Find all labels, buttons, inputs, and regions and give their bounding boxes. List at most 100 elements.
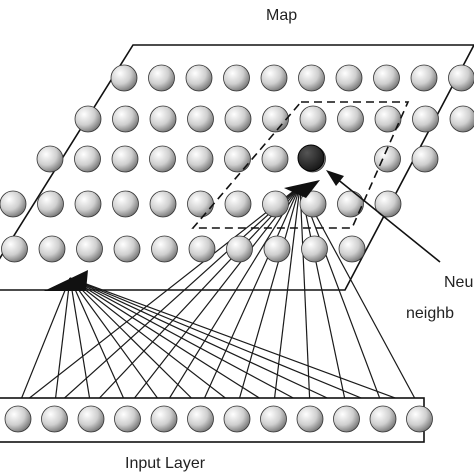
input-node <box>41 405 68 433</box>
connection-line <box>69 277 347 408</box>
map-label: Map <box>266 7 297 24</box>
input-node <box>150 405 178 433</box>
connection-line <box>69 277 384 408</box>
map-node <box>112 190 139 218</box>
map-node <box>185 64 213 92</box>
input-node <box>369 405 397 433</box>
map-node <box>374 105 402 133</box>
map-node <box>187 105 214 133</box>
map-node <box>411 145 439 173</box>
map-node <box>412 105 439 133</box>
connection-line <box>69 277 311 408</box>
input-layer-label: Input Layer <box>125 455 206 472</box>
connection-line <box>163 185 301 408</box>
map-node <box>448 64 474 92</box>
connection-line <box>299 185 384 408</box>
neuron-pointer-line <box>335 177 441 263</box>
map-node <box>1 235 28 263</box>
map-node <box>111 145 139 173</box>
map-node <box>335 64 363 92</box>
map-node <box>261 145 289 173</box>
map-node <box>374 145 401 173</box>
input-node <box>406 405 433 433</box>
input-node <box>260 405 287 433</box>
map-node <box>187 190 214 218</box>
connection-line <box>69 277 129 408</box>
connection-line <box>53 277 71 408</box>
map-node <box>223 64 250 92</box>
connection-line <box>236 185 301 408</box>
map-node <box>224 105 252 133</box>
map-node <box>36 145 64 173</box>
map-node <box>449 105 474 133</box>
map-node <box>113 235 141 263</box>
map-node <box>262 105 289 133</box>
connection-line <box>299 185 421 408</box>
map-node <box>76 235 103 263</box>
map-node <box>38 235 66 263</box>
map-node <box>410 64 438 92</box>
map-node <box>186 145 214 173</box>
map-node <box>149 105 177 133</box>
input-node <box>114 405 141 433</box>
map-node <box>148 64 175 92</box>
map-node <box>298 64 325 92</box>
connection-line <box>127 185 301 408</box>
map-node <box>0 190 27 218</box>
input-node <box>4 405 32 433</box>
connection-line <box>272 185 301 408</box>
input-node <box>77 405 105 433</box>
map-node <box>301 235 328 263</box>
input-node <box>333 405 360 433</box>
connection-line <box>299 185 348 408</box>
input-nodes <box>4 405 433 433</box>
connection-lines <box>17 185 421 408</box>
map-node <box>224 190 252 218</box>
winner-neuron <box>297 144 325 172</box>
map-node <box>374 190 402 218</box>
connection-line <box>199 185 301 408</box>
neuron-pointer-arrowhead <box>326 170 344 186</box>
connection-line <box>69 277 165 408</box>
map-node <box>263 235 291 263</box>
map-node <box>188 235 216 263</box>
map-nodes <box>0 64 474 263</box>
map-node <box>149 190 177 218</box>
connection-line <box>69 277 92 408</box>
map-node <box>74 190 102 218</box>
connection-line <box>17 277 71 408</box>
map-node <box>112 105 139 133</box>
input-node <box>296 405 324 433</box>
map-node <box>262 190 289 218</box>
map-node <box>74 105 102 133</box>
map-node <box>337 105 364 133</box>
connection-line <box>299 185 311 408</box>
map-node <box>74 145 101 173</box>
connection-line <box>54 185 301 408</box>
connection-line <box>69 277 238 408</box>
map-node <box>338 235 366 263</box>
map-node <box>373 64 400 92</box>
connection-line <box>69 277 274 408</box>
map-node <box>37 190 64 218</box>
neuron-label-line1: Neu <box>444 274 473 291</box>
connection-line <box>69 277 420 408</box>
input-node <box>223 405 251 433</box>
connection-line <box>90 185 301 408</box>
map-node <box>260 64 288 92</box>
arrowhead-left <box>44 270 88 291</box>
neighborhood-boundary <box>191 101 410 229</box>
map-node <box>151 235 178 263</box>
neuron-label-line2: neighb <box>406 305 454 322</box>
map-node <box>226 235 253 263</box>
map-node <box>337 190 364 218</box>
connection-line <box>69 277 201 408</box>
map-node <box>110 64 138 92</box>
input-node <box>187 405 214 433</box>
arrowhead-winner <box>284 180 320 198</box>
map-node <box>299 105 327 133</box>
map-node <box>224 145 251 173</box>
connection-line <box>17 185 301 408</box>
map-node <box>149 145 176 173</box>
